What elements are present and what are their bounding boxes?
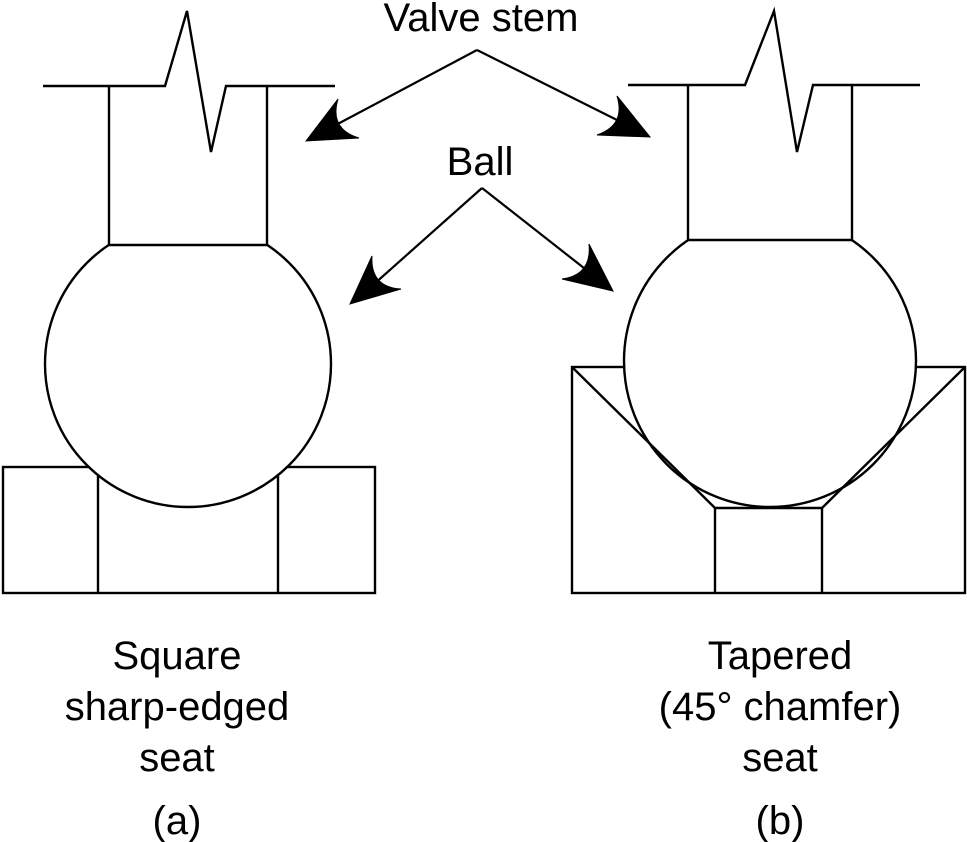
left-figure xyxy=(1,10,377,595)
ball-leader-right xyxy=(481,187,590,273)
right-ball xyxy=(622,213,918,509)
valve-stem-callout-label: Valve stem xyxy=(384,0,579,40)
valve-stem-arrowhead-right-icon xyxy=(596,95,652,138)
left-caption-line-1: Square xyxy=(113,634,242,678)
left-ball xyxy=(43,219,333,509)
right-caption-line-3: seat xyxy=(742,736,818,780)
right-figure xyxy=(570,6,967,595)
right-seat-bore xyxy=(713,506,824,593)
right-stem-break-line xyxy=(628,6,920,153)
right-valve-stem xyxy=(686,85,854,242)
right-caption-line-2: (45° chamfer) xyxy=(659,685,902,729)
ball-arrowhead-left-icon xyxy=(349,255,402,305)
left-stem-break-line xyxy=(43,10,335,153)
left-valve-stem xyxy=(107,86,269,247)
valve-stem-arrowhead-left-icon xyxy=(304,98,360,142)
left-figure-tag: (a) xyxy=(153,799,202,842)
left-caption-line-2: sharp-edged xyxy=(65,685,290,729)
valve-stem-leader-right xyxy=(476,49,624,124)
right-chamfer-right xyxy=(821,366,966,509)
ball-callout-label: Ball xyxy=(447,140,514,184)
right-chamfer-left xyxy=(571,366,716,509)
left-caption-line-3: seat xyxy=(139,736,215,780)
valve-stem-leader-left xyxy=(331,49,478,128)
callout-arrows xyxy=(304,49,652,305)
diagram-labels: Valve stem Ball Square sharp-edged seat … xyxy=(65,0,902,842)
ball-arrowhead-right-icon xyxy=(561,243,614,292)
ball-leader-left xyxy=(372,187,483,286)
right-figure-tag: (b) xyxy=(756,799,805,842)
right-caption-line-1: Tapered xyxy=(708,634,853,678)
